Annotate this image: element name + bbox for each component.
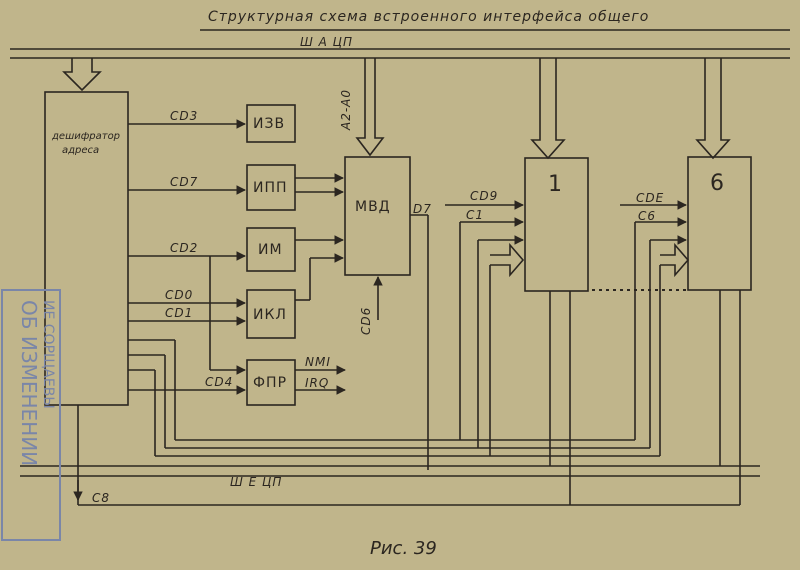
signal-cd2: CD2 xyxy=(170,241,199,255)
signal-irq: IRQ xyxy=(305,376,330,390)
ipp-label: ИПП xyxy=(253,180,288,196)
signal-cd0: CD0 xyxy=(165,288,194,302)
ikl-block xyxy=(246,289,296,339)
decoder-label-2: адреса xyxy=(62,145,100,156)
fpr-label: ФПР xyxy=(253,375,288,391)
signal-cd9: CD9 xyxy=(470,189,499,203)
signal-cd7: CD7 xyxy=(170,175,199,189)
signal-cde: CDE xyxy=(636,191,665,205)
fpr-block xyxy=(246,359,296,406)
ipp-block xyxy=(246,164,296,211)
im-block xyxy=(246,227,296,272)
diagram-title: Структурная схема встроенного интерфейса… xyxy=(208,9,650,25)
unit1-label: 1 xyxy=(548,172,562,197)
addr-lines-label: А2-А0 xyxy=(339,88,353,130)
data-bus-label: Ш Е ЦП xyxy=(230,475,283,489)
decoder-block xyxy=(44,91,129,406)
approval-stamp: ОБ ИЗМЕНЕНИИ ИЕ СОРЩАЕВЫ xyxy=(1,289,61,541)
stamp-line2: ИЕ СОРЩАЕВЫ xyxy=(40,300,56,409)
signal-c1: C1 xyxy=(466,208,485,222)
izv-block xyxy=(246,104,296,143)
unit6-bus-arrow xyxy=(695,58,731,160)
decoder-bus-arrow xyxy=(62,58,102,92)
izv-label: ИЗВ xyxy=(253,116,286,132)
signal-cd4: CD4 xyxy=(205,375,234,389)
unit6-label: 6 xyxy=(710,171,724,196)
im-label: ИМ xyxy=(258,242,283,258)
signal-cd1: CD1 xyxy=(165,306,194,320)
signal-c6: C6 xyxy=(638,209,657,223)
mvd-label: МВД xyxy=(355,199,391,215)
signal-d7: D7 xyxy=(413,202,432,216)
unit1-block xyxy=(524,157,589,292)
mvd-block xyxy=(344,156,411,276)
address-bus-label: Ш А ЦП xyxy=(300,35,354,49)
signal-cd3: CD3 xyxy=(170,109,199,123)
ikl-label: ИКЛ xyxy=(253,307,287,323)
figure-caption: Рис. 39 xyxy=(370,538,437,559)
signal-nmi: NMI xyxy=(305,355,331,369)
mvd-bus-arrow xyxy=(355,58,385,157)
signal-c8: C8 xyxy=(92,491,111,505)
stamp-line1: ОБ ИЗМЕНЕНИИ xyxy=(17,300,41,466)
decoder-label-1: дешифратор xyxy=(52,131,121,142)
signal-cd6: CD6 xyxy=(359,306,373,335)
